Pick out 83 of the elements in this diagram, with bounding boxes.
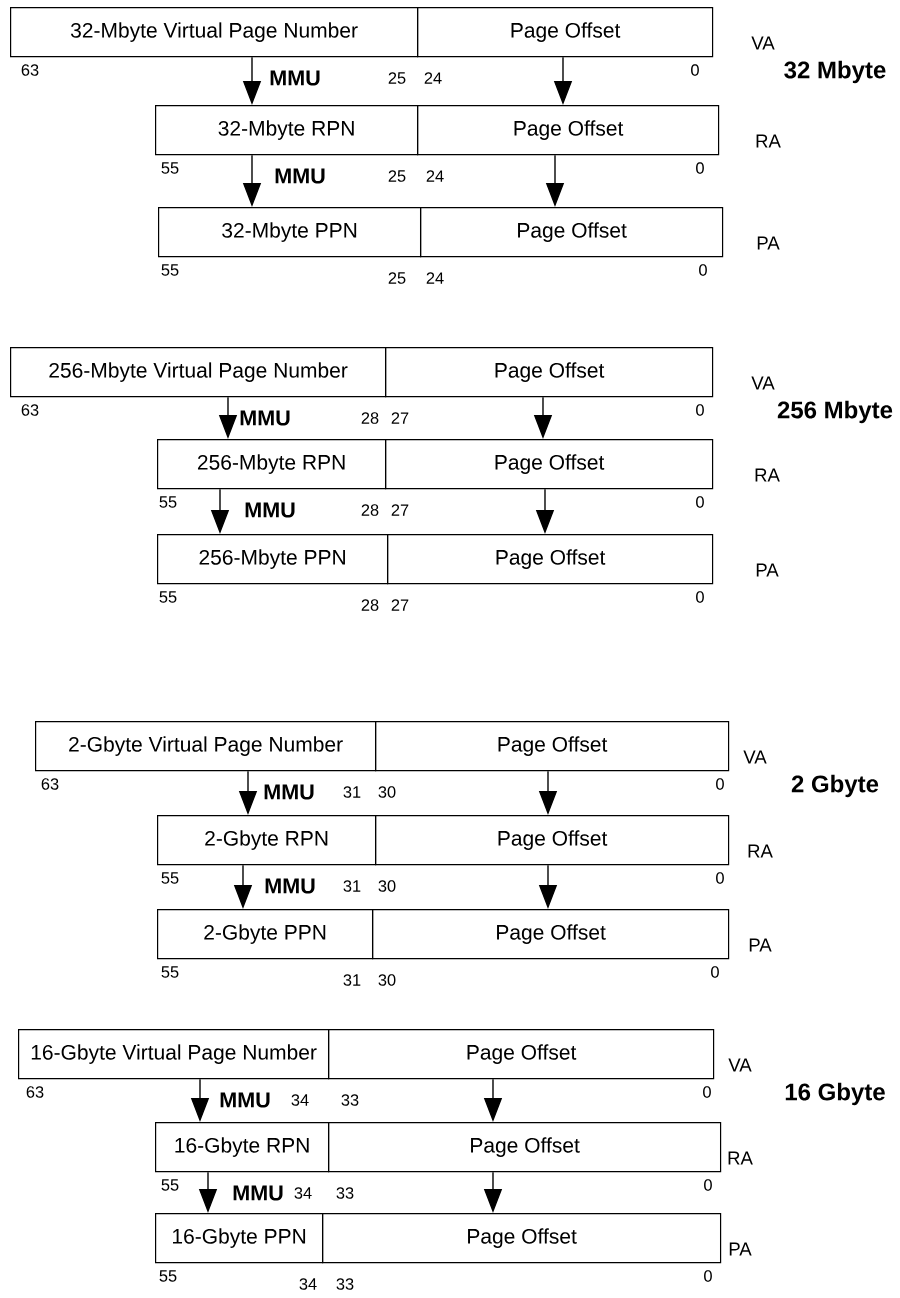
bit-number: 28	[361, 599, 379, 611]
bit-number: 34	[299, 1278, 317, 1290]
edge-label: MMU	[264, 784, 314, 800]
page-number-field: 2-Gbyte Virtual Page Number	[35, 721, 377, 772]
bit-number: 55	[161, 1179, 179, 1191]
address-type-label: PA	[757, 236, 780, 250]
bit-number: 30	[378, 786, 396, 798]
bit-number: 28	[361, 412, 379, 424]
bit-number: 31	[343, 880, 361, 892]
page-offset-field: Page Offset	[328, 1029, 715, 1080]
page-offset-field: Page Offset	[372, 909, 730, 960]
bit-number: 28	[361, 504, 379, 516]
bit-number: 27	[391, 504, 409, 516]
page-number-field: 16-Gbyte Virtual Page Number	[18, 1029, 330, 1080]
address-type-label: VA	[751, 376, 775, 390]
address-type-label: VA	[751, 36, 775, 50]
bit-number: 0	[696, 404, 704, 416]
edge-label: MMU	[240, 410, 290, 426]
page-size-label: 2 Gbyte	[791, 774, 879, 798]
bit-number: 31	[343, 974, 361, 986]
bit-number: 55	[161, 872, 179, 884]
edge-label: MMU	[275, 168, 325, 184]
page-offset-field: Page Offset	[387, 534, 714, 585]
bit-number: 0	[716, 778, 724, 790]
page-number-field: 2-Gbyte RPN	[157, 815, 377, 866]
bit-number: 30	[378, 974, 396, 986]
address-type-label: PA	[756, 563, 779, 577]
page-offset-field: Page Offset	[417, 7, 714, 58]
page-offset-field: Page Offset	[375, 815, 730, 866]
bit-number: 24	[426, 272, 444, 284]
page-offset-field: Page Offset	[375, 721, 730, 772]
bit-number: 34	[294, 1187, 312, 1199]
bit-number: 55	[159, 496, 177, 508]
page-number-field: 32-Mbyte Virtual Page Number	[10, 7, 419, 58]
page-number-field: 32-Mbyte RPN	[155, 105, 419, 156]
page-offset-field: Page Offset	[385, 347, 714, 398]
page-offset-field: Page Offset	[417, 105, 720, 156]
page-number-field: 256-Mbyte RPN	[157, 439, 387, 490]
bit-number: 25	[388, 170, 406, 182]
bit-number: 33	[336, 1278, 354, 1290]
bit-number: 31	[343, 786, 361, 798]
page-number-field: 16-Gbyte RPN	[155, 1122, 330, 1173]
bit-number: 24	[426, 170, 444, 182]
page-size-label: 256 Mbyte	[777, 400, 893, 424]
bit-number: 24	[424, 72, 442, 84]
bit-number: 25	[388, 72, 406, 84]
address-type-label: VA	[728, 1058, 752, 1072]
page-number-field: 2-Gbyte PPN	[157, 909, 374, 960]
address-type-label: RA	[728, 1151, 753, 1165]
page-number-field: 256-Mbyte PPN	[157, 534, 389, 585]
page-offset-field: Page Offset	[322, 1213, 722, 1264]
edge-label: MMU	[233, 1185, 283, 1201]
bit-number: 0	[704, 1179, 712, 1191]
bit-number: 0	[696, 162, 704, 174]
page-number-field: 32-Mbyte PPN	[158, 207, 422, 258]
page-number-field: 256-Mbyte Virtual Page Number	[10, 347, 387, 398]
edge-label: MMU	[265, 878, 315, 894]
edge-label: MMU	[220, 1092, 270, 1108]
edge-label: MMU	[270, 70, 320, 86]
page-number-field: 16-Gbyte PPN	[155, 1213, 324, 1264]
bit-number: 55	[161, 162, 179, 174]
bit-number: 33	[341, 1094, 359, 1106]
page-offset-field: Page Offset	[385, 439, 714, 490]
address-type-label: RA	[755, 468, 780, 482]
address-type-label: RA	[756, 134, 781, 148]
address-type-label: VA	[743, 750, 767, 764]
address-type-label: RA	[748, 844, 773, 858]
bit-number: 30	[378, 880, 396, 892]
page-size-label: 16 Gbyte	[785, 1082, 885, 1106]
address-type-label: PA	[749, 938, 772, 952]
bit-number: 27	[391, 412, 409, 424]
bit-number: 0	[703, 1086, 711, 1098]
bit-number: 25	[388, 272, 406, 284]
bit-number: 0	[716, 872, 724, 884]
page-offset-field: Page Offset	[328, 1122, 722, 1173]
page-size-label: 32 Mbyte	[784, 60, 886, 84]
bit-number: 0	[691, 64, 699, 76]
bit-number: 0	[696, 496, 704, 508]
bit-number: 34	[291, 1094, 309, 1106]
page-offset-field: Page Offset	[420, 207, 724, 258]
bit-number: 27	[391, 599, 409, 611]
edge-label: MMU	[245, 502, 295, 518]
bit-number: 33	[336, 1187, 354, 1199]
